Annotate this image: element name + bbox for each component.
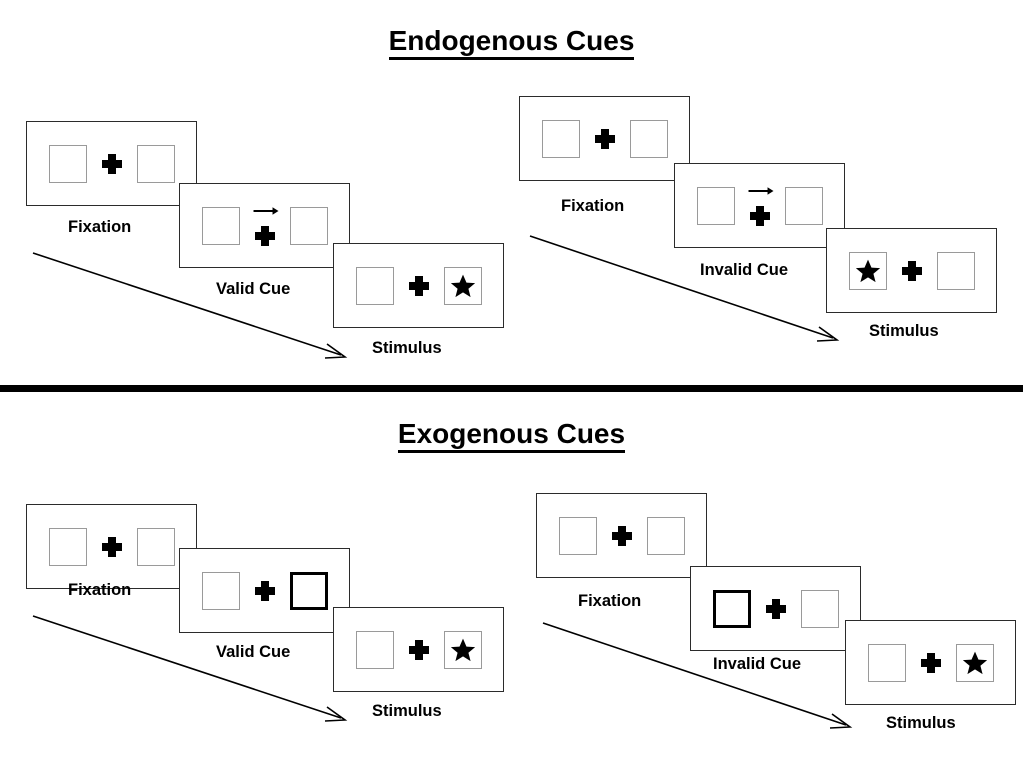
frame-exogenous-invalid-fixation <box>536 493 707 578</box>
star-icon <box>962 651 987 674</box>
section-title-endogenous: Endogenous Cues <box>0 25 1023 60</box>
caption-endogenous-valid-fixation: Fixation <box>68 218 132 236</box>
section-divider <box>0 385 1023 392</box>
arrow-right-icon <box>748 186 774 195</box>
placeholder-box-left <box>201 571 240 610</box>
frame-exogenous-invalid-stimulus <box>845 620 1016 705</box>
exogenous-right-time-arrow <box>542 622 853 729</box>
plus-icon <box>749 205 770 226</box>
placeholder-box-left <box>558 516 597 555</box>
frame-exogenous-valid-fixation <box>26 504 197 589</box>
frame-endogenous-invalid-fixation <box>519 96 690 181</box>
placeholder-box-right-cued <box>289 571 328 610</box>
fixation-cross <box>920 648 942 678</box>
plus-icon <box>408 275 429 296</box>
arrow-right-icon <box>253 206 279 215</box>
placeholder-box-left <box>696 186 735 225</box>
frame-endogenous-invalid-stimulus <box>826 228 997 313</box>
placeholder-box-left <box>201 206 240 245</box>
fixation-cross <box>101 532 123 562</box>
plus-icon <box>901 260 922 281</box>
fixation-cross <box>408 271 430 301</box>
placeholder-box-right <box>955 643 994 682</box>
caption-endogenous-invalid-cue: Invalid Cue <box>700 261 789 279</box>
frame-endogenous-valid-stimulus <box>333 243 504 328</box>
caption-endogenous-invalid-fixation: Fixation <box>561 197 625 215</box>
placeholder-box-right <box>443 630 482 669</box>
placeholder-box-right <box>136 527 175 566</box>
fixation-cross <box>594 124 616 154</box>
fixation-cross <box>901 256 923 286</box>
caption-exogenous-invalid-cue: Invalid Cue <box>713 655 802 673</box>
placeholder-box-left <box>355 266 394 305</box>
plus-icon <box>594 128 615 149</box>
frame-exogenous-valid-cue <box>179 548 350 633</box>
frame-exogenous-invalid-cue <box>690 566 861 651</box>
placeholder-box-left <box>848 251 887 290</box>
placeholder-box-left <box>48 144 87 183</box>
placeholder-box-right <box>443 266 482 305</box>
star-icon <box>450 274 475 297</box>
placeholder-box-right <box>629 119 668 158</box>
plus-icon <box>254 225 275 246</box>
fixation-cross <box>765 594 787 624</box>
placeholder-box-right <box>784 186 823 225</box>
placeholder-box-left <box>355 630 394 669</box>
plus-icon <box>611 525 632 546</box>
caption-endogenous-valid-stimulus: Stimulus <box>372 339 442 357</box>
fixation-cross <box>253 206 279 246</box>
caption-endogenous-valid-cue: Valid Cue <box>216 280 291 298</box>
endogenous-right-time-arrow <box>529 235 840 342</box>
placeholder-box-left <box>541 119 580 158</box>
exogenous-left-time-arrow <box>32 615 348 722</box>
frame-endogenous-invalid-cue <box>674 163 845 248</box>
plus-icon <box>101 153 122 174</box>
endogenous-left-time-arrow <box>32 252 348 359</box>
frame-endogenous-valid-cue <box>179 183 350 268</box>
placeholder-box-right <box>289 206 328 245</box>
plus-icon <box>408 639 429 660</box>
caption-exogenous-invalid-fixation: Fixation <box>578 592 642 610</box>
placeholder-box-right <box>800 589 839 628</box>
section-title-exogenous-text: Exogenous Cues <box>397 418 626 453</box>
placeholder-box-right <box>136 144 175 183</box>
fixation-cross <box>101 149 123 179</box>
placeholder-box-right <box>936 251 975 290</box>
section-title-endogenous-text: Endogenous Cues <box>388 25 635 60</box>
fixation-cross <box>748 186 774 226</box>
caption-exogenous-valid-cue: Valid Cue <box>216 643 291 661</box>
star-icon <box>855 259 880 282</box>
plus-icon <box>254 580 275 601</box>
frame-exogenous-valid-stimulus <box>333 607 504 692</box>
caption-exogenous-valid-fixation: Fixation <box>68 581 132 599</box>
section-title-exogenous: Exogenous Cues <box>0 418 1023 453</box>
placeholder-box-left-cued <box>712 589 751 628</box>
plus-icon <box>920 652 941 673</box>
plus-icon <box>101 536 122 557</box>
placeholder-box-left <box>48 527 87 566</box>
fixation-cross <box>611 521 633 551</box>
fixation-cross <box>254 576 276 606</box>
caption-exogenous-invalid-stimulus: Stimulus <box>886 714 956 732</box>
placeholder-box-left <box>867 643 906 682</box>
fixation-cross <box>408 635 430 665</box>
plus-icon <box>765 598 786 619</box>
star-icon <box>450 638 475 661</box>
caption-exogenous-valid-stimulus: Stimulus <box>372 702 442 720</box>
caption-endogenous-invalid-stimulus: Stimulus <box>869 322 939 340</box>
frame-endogenous-valid-fixation <box>26 121 197 206</box>
placeholder-box-right <box>646 516 685 555</box>
